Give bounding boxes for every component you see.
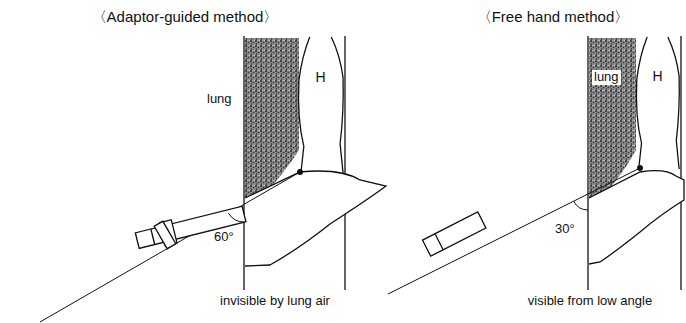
heart-shape [634,36,681,170]
adaptor [154,221,176,249]
angle-arc [228,213,244,222]
needle-path [388,168,640,294]
body-line [344,36,345,290]
organ-label: lung [592,70,621,85]
body-line [680,36,681,290]
organ-letter: H [634,68,681,84]
organ-label: lung [207,92,232,107]
heart-outline: H [634,36,681,170]
probe [134,202,247,252]
freehand-panel [388,36,684,294]
probe [423,212,486,256]
chest-wall [243,36,244,290]
heart-path [636,37,679,169]
adaptor-panel [40,36,386,322]
heart-path [299,37,344,173]
liver-outline [589,171,684,264]
angle-arc [574,201,588,210]
angle-label: 30° [555,222,575,237]
liver-outline [245,171,386,266]
angle-label: 60° [214,230,234,245]
note: visible from low angle [528,294,652,309]
note: invisible by lung air [220,294,330,309]
chest-wall [587,36,588,290]
panel-title: 〈Free hand method〉 [477,8,630,25]
lung-region [245,38,299,198]
organ-letter: H [296,69,345,85]
heart-outline: H [296,36,345,174]
heart-shape [296,36,345,174]
panel-title: 〈Adaptor-guided method〉 [92,8,279,25]
